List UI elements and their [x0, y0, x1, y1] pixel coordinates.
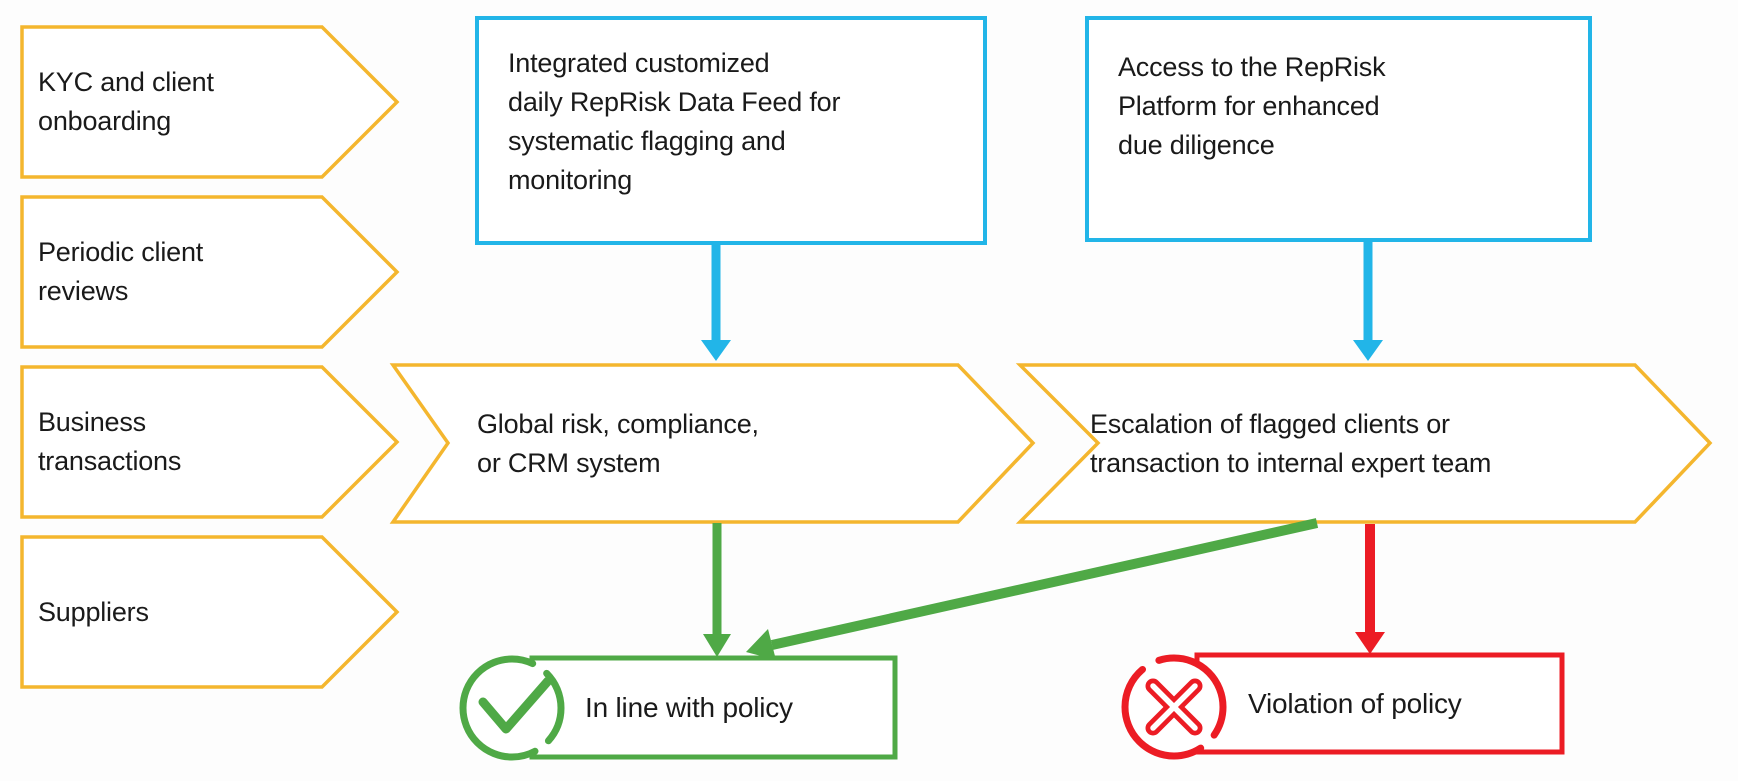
arrow-escalation-to-inline-shaft: [770, 518, 1319, 650]
process-label-crm-system: Global risk, compliance, or CRM system: [477, 365, 917, 522]
label-line: reviews: [38, 276, 129, 306]
solution-box-platform: [1085, 16, 1592, 242]
label-line: KYC and client: [38, 67, 214, 97]
label-line: onboarding: [38, 106, 172, 136]
outcome-box-in-line: [529, 655, 898, 760]
input-label-suppliers: Suppliers: [38, 537, 328, 687]
label-line: Violation of policy: [1248, 688, 1462, 719]
label-line: In line with policy: [585, 692, 793, 723]
check-circle-icon: [459, 655, 565, 761]
label-line: due diligence: [1118, 130, 1275, 160]
outcome-label-violation: Violation of policy: [1248, 655, 1548, 752]
check-mark: [478, 676, 553, 734]
arrow-platform-to-escalation-head: [1353, 340, 1383, 361]
solution-label-platform: Access to the RepRisk Platform for enhan…: [1118, 18, 1558, 270]
input-label-kyc: KYC and client onboarding: [38, 27, 328, 177]
label-line: transaction to internal expert team: [1090, 447, 1492, 478]
x-mark-inner-2: [1150, 683, 1198, 731]
input-chevron-business-transactions: [20, 365, 400, 519]
label-line: Integrated customized: [508, 48, 770, 78]
input-label-business-transactions: Business transactions: [38, 367, 328, 517]
arrow-crm-to-inline-head: [703, 634, 731, 657]
outcome-label-in-line: In line with policy: [585, 658, 885, 757]
x-circle-icon: [1121, 654, 1227, 760]
process-chevron-crm-system: [389, 363, 1036, 524]
arrow-escalation-to-violation-head: [1355, 632, 1385, 654]
input-label-periodic-reviews: Periodic client reviews: [38, 197, 328, 347]
solution-box-data-feed: [475, 16, 987, 245]
label-line: daily RepRisk Data Feed for: [508, 87, 841, 117]
label-line: Business: [38, 407, 146, 437]
label-line: Access to the RepRisk: [1118, 52, 1386, 82]
outcome-box-violation: [1194, 652, 1565, 755]
arrow-escalation-to-inline-head: [746, 629, 776, 660]
label-line: monitoring: [508, 165, 633, 195]
label-line: Suppliers: [38, 596, 149, 627]
label-line: Escalation of flagged clients or: [1090, 408, 1450, 439]
process-chevron-escalation: [1015, 363, 1713, 524]
label-line: transactions: [38, 446, 182, 476]
label-line: Global risk, compliance,: [477, 408, 759, 439]
label-line: systematic flagging and: [508, 126, 786, 156]
arrow-datafeed-to-crm-head: [701, 340, 731, 361]
label-line: or CRM system: [477, 447, 661, 478]
label-line: Periodic client: [38, 237, 204, 267]
input-chevron-kyc: [20, 25, 400, 179]
input-chevron-periodic-reviews: [20, 195, 400, 349]
input-chevron-suppliers: [20, 535, 400, 689]
process-label-escalation: Escalation of flagged clients or transac…: [1090, 365, 1650, 522]
label-line: Platform for enhanced: [1118, 91, 1380, 121]
solution-label-data-feed: Integrated customized daily RepRisk Data…: [508, 18, 968, 269]
check-circle-ring: [459, 655, 565, 761]
